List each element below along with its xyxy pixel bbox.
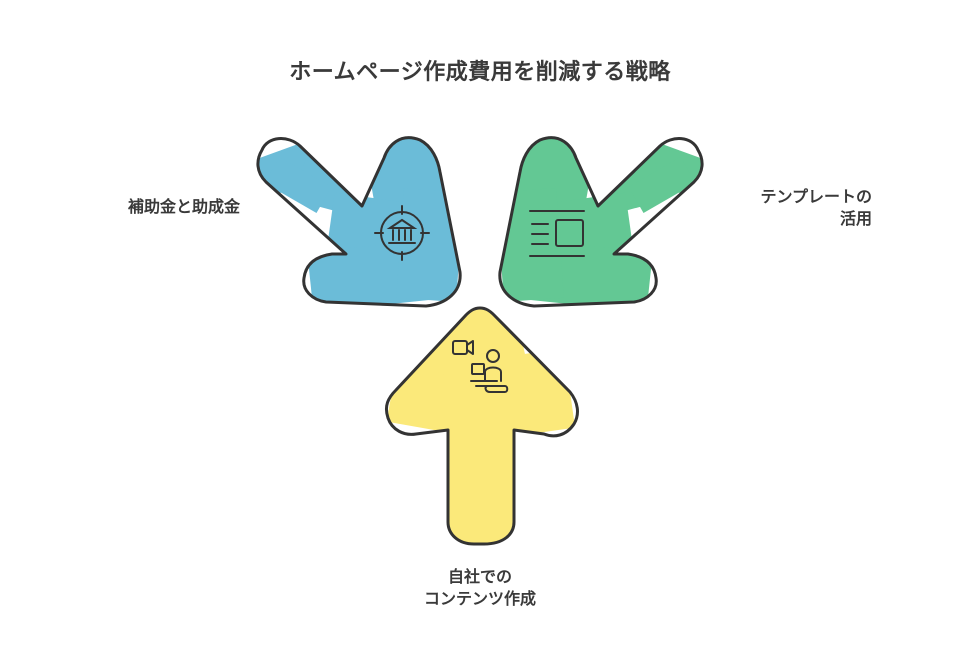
- layout-template-icon: [529, 210, 585, 257]
- arrow-inhouse-fill: [386, 308, 576, 544]
- label-template: テンプレートの 活用: [700, 186, 872, 230]
- label-template-line-2: 活用: [839, 209, 872, 228]
- label-template-line-1: テンプレートの: [760, 187, 872, 206]
- label-subsidy-line-1: 補助金と助成金: [127, 197, 240, 216]
- arrow-template: [498, 136, 704, 308]
- arrow-inhouse: [384, 306, 579, 546]
- label-inhouse-line-2: コンテンツ作成: [423, 589, 536, 608]
- arrow-template-fill: [499, 137, 703, 306]
- label-inhouse: 自社での コンテンツ作成: [380, 566, 580, 610]
- content-creator-icon: [452, 340, 509, 393]
- label-inhouse-line-1: 自社での: [447, 567, 512, 586]
- label-subsidy: 補助金と助成金: [60, 196, 240, 218]
- diagram-title: ホームページ作成費用を削減する戦略: [289, 60, 671, 85]
- arrow-subsidy-fill: [257, 137, 461, 306]
- arrow-subsidy: [256, 136, 462, 308]
- bank-icon: [374, 205, 430, 261]
